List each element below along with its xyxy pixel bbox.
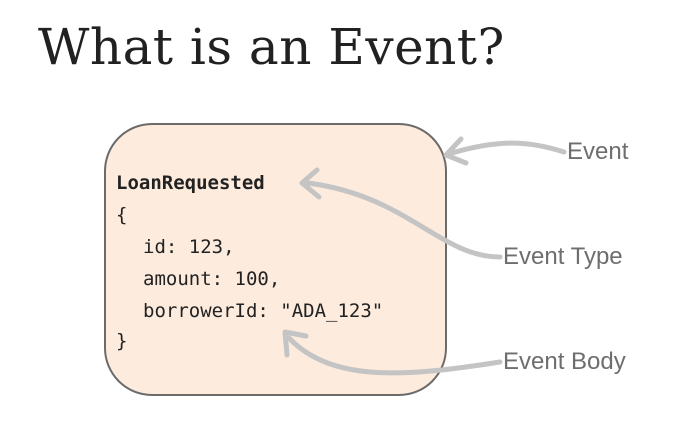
event-body-arrowhead [282, 329, 309, 358]
close-brace: } [116, 330, 128, 352]
event-type-arrowhead [299, 167, 322, 200]
event-type-label: Event Type [503, 243, 623, 270]
page-title: What is an Event? [38, 18, 505, 76]
event-arrow [449, 140, 567, 156]
event-arrowhead [443, 136, 469, 166]
field-borrowerid: borrowerId: "ADA_123" [143, 300, 384, 322]
field-trailing: , [223, 236, 235, 258]
event-body-label: Event Body [503, 348, 626, 375]
field-id: id: 123, [143, 236, 235, 258]
event-box [104, 123, 447, 396]
event-body-arrow [286, 335, 503, 376]
field-key: amount [143, 268, 212, 290]
field-value: 100 [234, 268, 269, 290]
field-value: "ADA_123" [280, 300, 384, 322]
field-key: id [143, 236, 166, 258]
event-label: Event [567, 138, 629, 165]
field-amount: amount: 100, [143, 268, 281, 290]
event-type-arrow [305, 180, 503, 260]
field-trailing: , [268, 268, 281, 290]
field-value: 123 [188, 236, 224, 258]
event-type-name: LoanRequested [116, 172, 265, 194]
open-brace: { [116, 204, 128, 226]
field-key: borrowerId [143, 300, 258, 322]
